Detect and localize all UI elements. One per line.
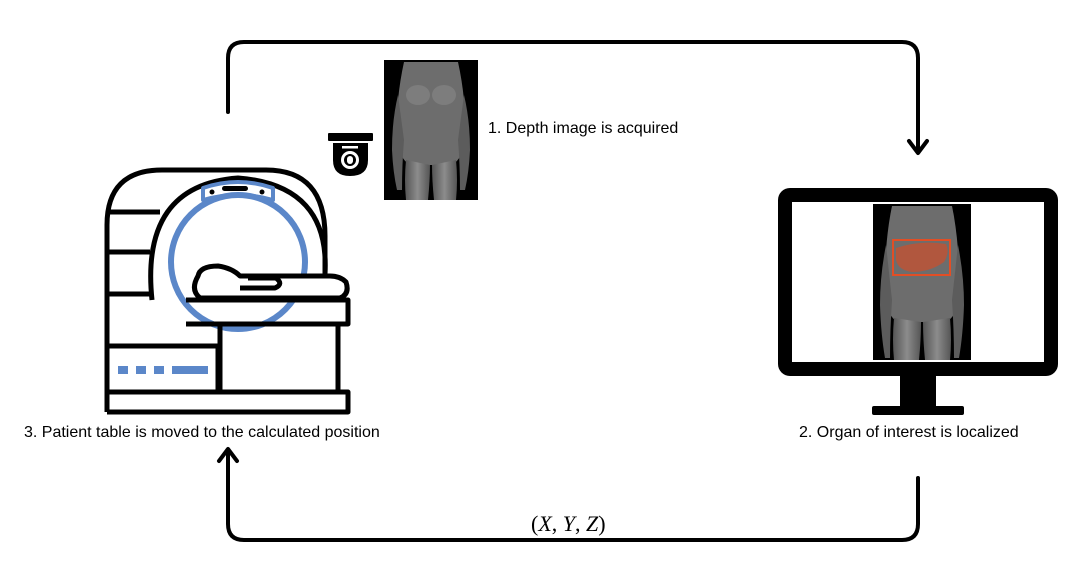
coordinates-label: (X, Y, Z) bbox=[531, 511, 606, 536]
arrow-top bbox=[226, 40, 929, 155]
arrow-bottom-head bbox=[217, 447, 239, 463]
monitor-icon bbox=[778, 188, 1058, 415]
step-1-label: 1. Depth image is acquired bbox=[488, 120, 679, 137]
arrow-bottom-line bbox=[226, 450, 920, 542]
arrow-top-head bbox=[907, 139, 929, 155]
ct-scanner-icon bbox=[104, 167, 351, 415]
monitor-depth-image bbox=[873, 204, 971, 360]
step-2-label: 2. Organ of interest is localized bbox=[799, 424, 1019, 441]
depth-camera-icon bbox=[328, 133, 373, 176]
step-3-label: 3. Patient table is moved to the calcula… bbox=[24, 424, 380, 441]
organ-bounding-box bbox=[892, 239, 951, 276]
arrow-top-line bbox=[226, 40, 920, 152]
arrow-bottom bbox=[217, 447, 920, 542]
depth-image bbox=[384, 60, 478, 200]
